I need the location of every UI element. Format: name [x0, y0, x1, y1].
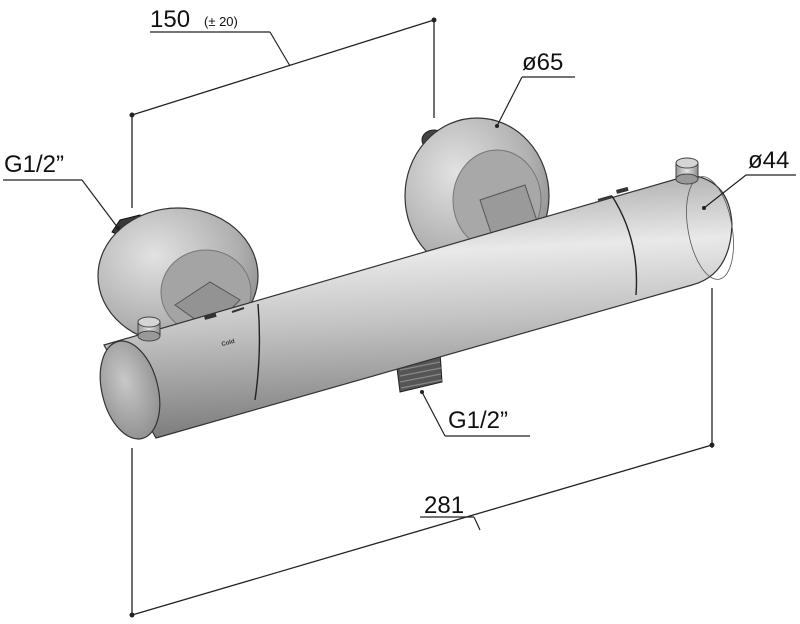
temperature-scale-mark	[615, 186, 629, 194]
callout-rosette-diameter: ø65	[495, 49, 575, 128]
dimension-dot	[129, 112, 135, 118]
outlet-thread-label: G1/2”	[448, 407, 508, 434]
length-value: 281	[424, 492, 464, 519]
thermostat-body: Cold	[99, 174, 734, 440]
dimension-line-length	[131, 444, 713, 616]
inlet-thread-label: G1/2”	[4, 151, 64, 178]
flow-scale-mark	[203, 312, 217, 320]
flow-mark	[231, 307, 245, 313]
dimension-dot	[129, 612, 135, 618]
temperature-mark	[597, 195, 613, 201]
dimension-length: 281	[129, 288, 715, 618]
leader-width-elbow	[269, 31, 291, 67]
cold-label: Cold	[221, 339, 236, 348]
end-cap-left	[99, 340, 161, 440]
dimension-dot	[431, 17, 437, 23]
rosette-diameter-label: ø65	[522, 49, 563, 76]
handle-seam-right	[611, 195, 638, 296]
safety-button-left	[137, 316, 161, 342]
dimension-dot	[709, 442, 715, 448]
leader-length-elbow	[473, 516, 481, 531]
callout-outlet: G1/2”	[420, 390, 530, 437]
body-diameter-label: ø44	[748, 147, 789, 174]
end-cap-right-edge	[686, 176, 734, 280]
callout-body-diameter: ø44	[702, 147, 796, 210]
handle-seam-left	[254, 303, 261, 401]
callout-inlet-left: G1/2”	[3, 151, 120, 230]
width-tolerance: (± 20)	[204, 14, 238, 29]
width-value: 150	[150, 6, 190, 33]
dimension-width: 150 (± 20)	[129, 6, 437, 208]
dimension-line-width	[131, 19, 435, 116]
safety-button-right	[675, 157, 699, 185]
